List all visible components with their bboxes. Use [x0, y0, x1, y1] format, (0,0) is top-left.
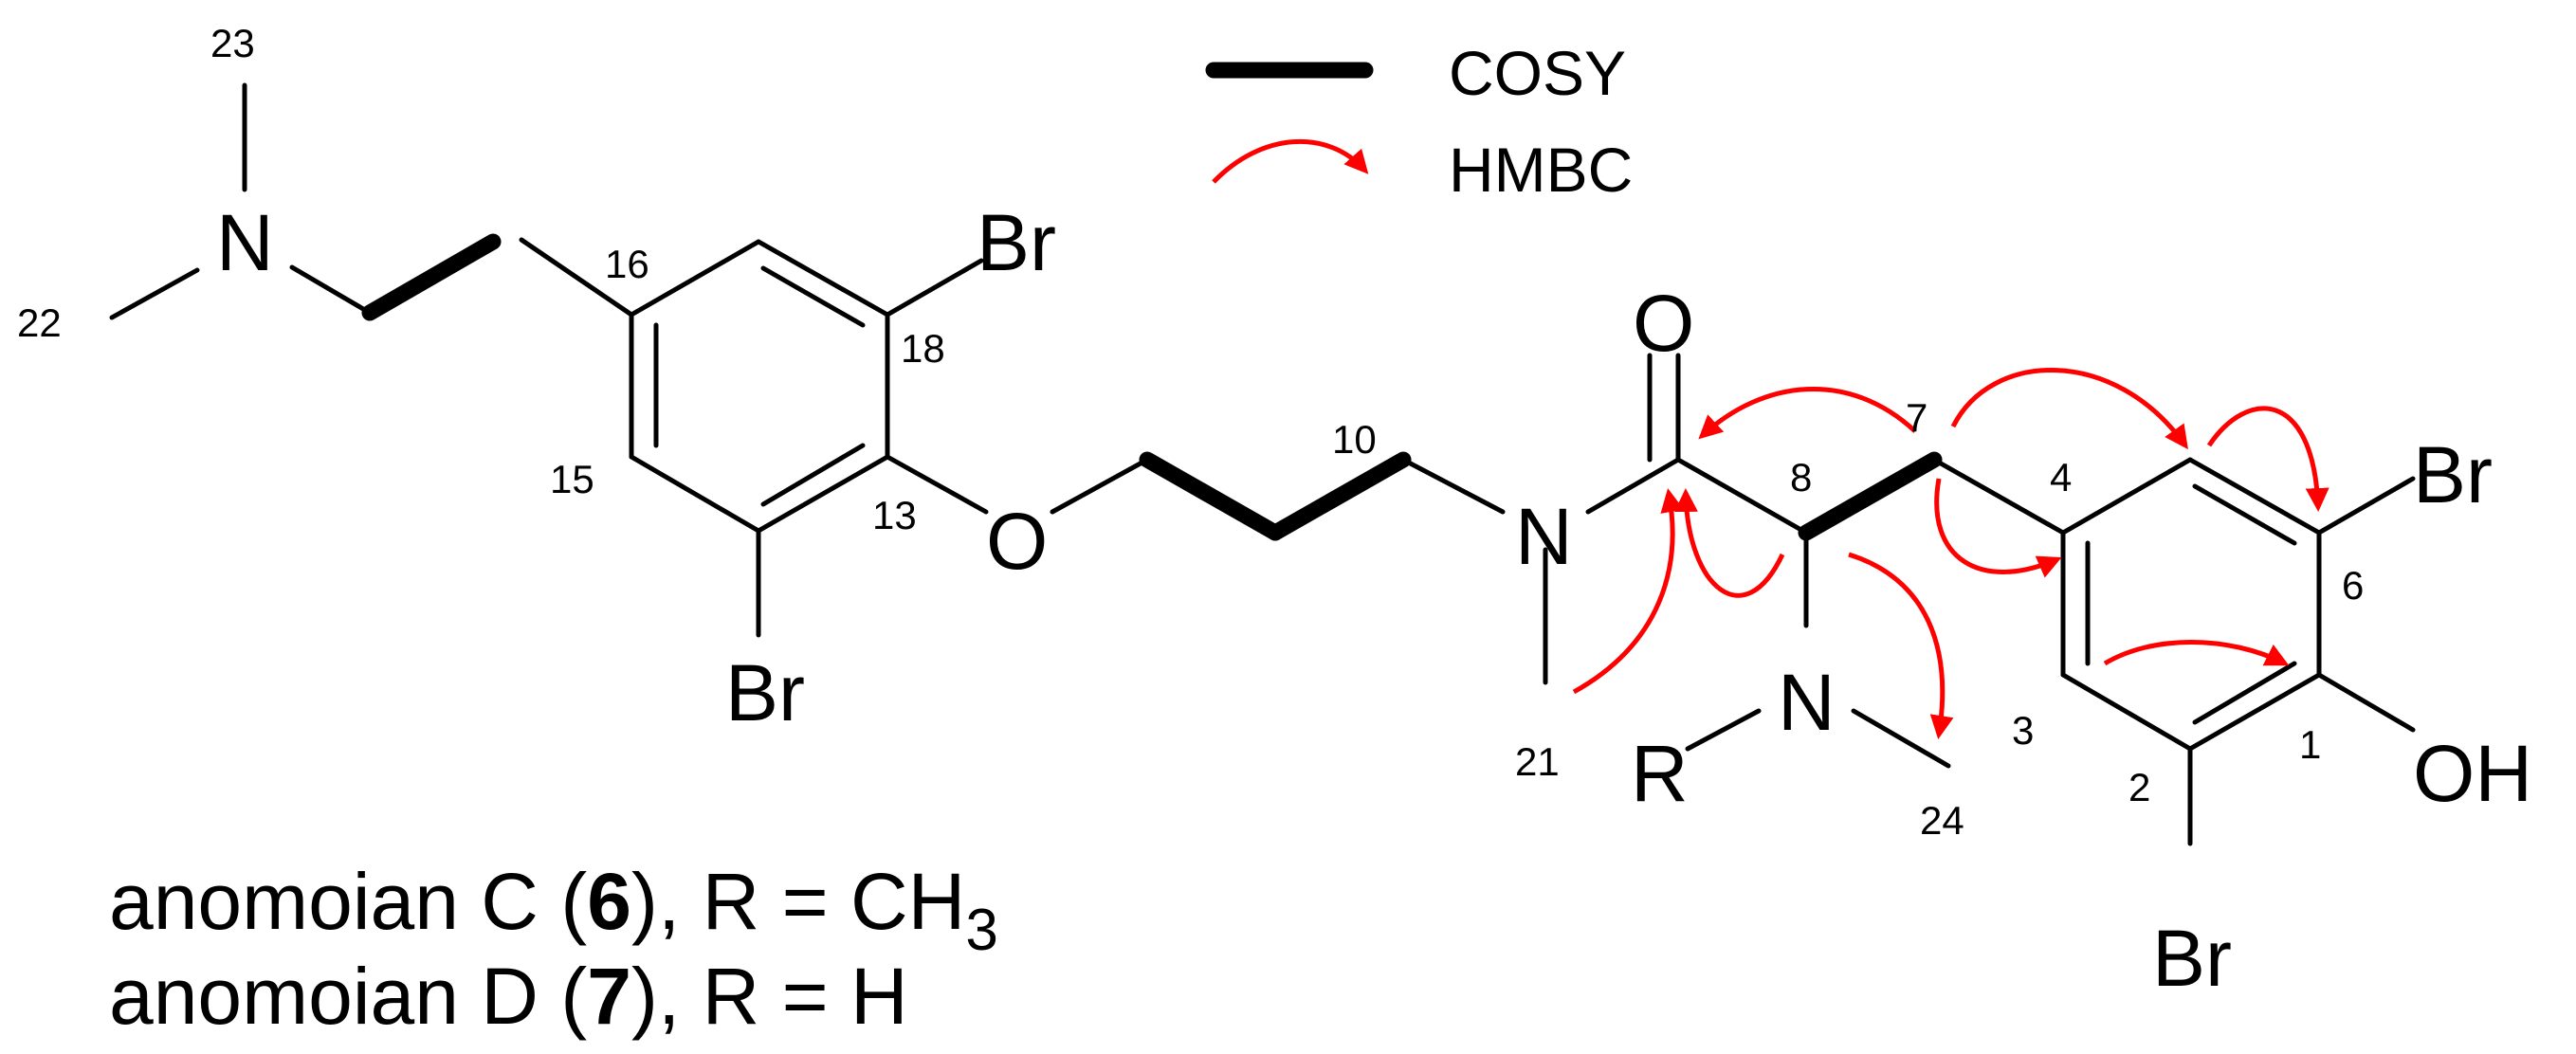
- atom-o-carbonyl: O: [1633, 279, 1694, 368]
- cosy-legend-label: COSY: [1449, 38, 1626, 108]
- atom-r-group: R: [1631, 729, 1689, 818]
- atom-n-dimethyl: N: [216, 198, 274, 287]
- num-8: 8: [1790, 455, 1812, 500]
- atom-n-amide: N: [1515, 492, 1573, 581]
- atom-oh: OH: [2413, 729, 2532, 818]
- hmbc-arrows: [1572, 368, 2329, 739]
- captions: anomoian C (6), R = CH3 anomoian D (7), …: [109, 857, 998, 1041]
- hmbc-legend-label: HMBC: [1449, 135, 1633, 205]
- num-6: 6: [2342, 563, 2364, 608]
- atom-br-6: Br: [2413, 430, 2493, 519]
- num-3: 3: [2012, 708, 2034, 753]
- atom-labels: N Br Br O N O N R Br Br OH: [216, 198, 2532, 1003]
- cosy-bonds: [361, 233, 1943, 541]
- atom-n-amine: N: [1778, 658, 1836, 747]
- caption-compound-c: anomoian C (6), R = CH3: [109, 857, 998, 963]
- caption-compound-d: anomoian D (7), R = H: [109, 952, 908, 1041]
- atom-br-18: Br: [977, 198, 1056, 287]
- num-13: 13: [872, 493, 917, 537]
- num-4: 4: [2050, 455, 2072, 500]
- bonds: [109, 82, 2416, 846]
- num-23: 23: [210, 21, 255, 65]
- atom-numbers: 23 22 16 18 15 13 10 21 8 7 4 3 24 2 1 6: [17, 21, 2364, 843]
- num-2: 2: [2128, 765, 2150, 809]
- legend: COSY HMBC: [1205, 38, 1633, 205]
- atom-br-14: Br: [725, 648, 805, 737]
- num-1: 1: [2299, 722, 2321, 767]
- num-15: 15: [550, 457, 594, 501]
- num-24: 24: [1920, 798, 1964, 843]
- atom-o-ether: O: [986, 497, 1048, 586]
- num-22: 22: [17, 300, 62, 345]
- num-21: 21: [1515, 739, 1560, 784]
- num-7: 7: [1906, 395, 1927, 440]
- num-16: 16: [605, 242, 649, 286]
- num-18: 18: [901, 326, 945, 371]
- atom-br-2: Br: [2152, 914, 2232, 1003]
- hmbc-legend-arrow: [1212, 138, 1369, 184]
- num-10: 10: [1332, 417, 1377, 462]
